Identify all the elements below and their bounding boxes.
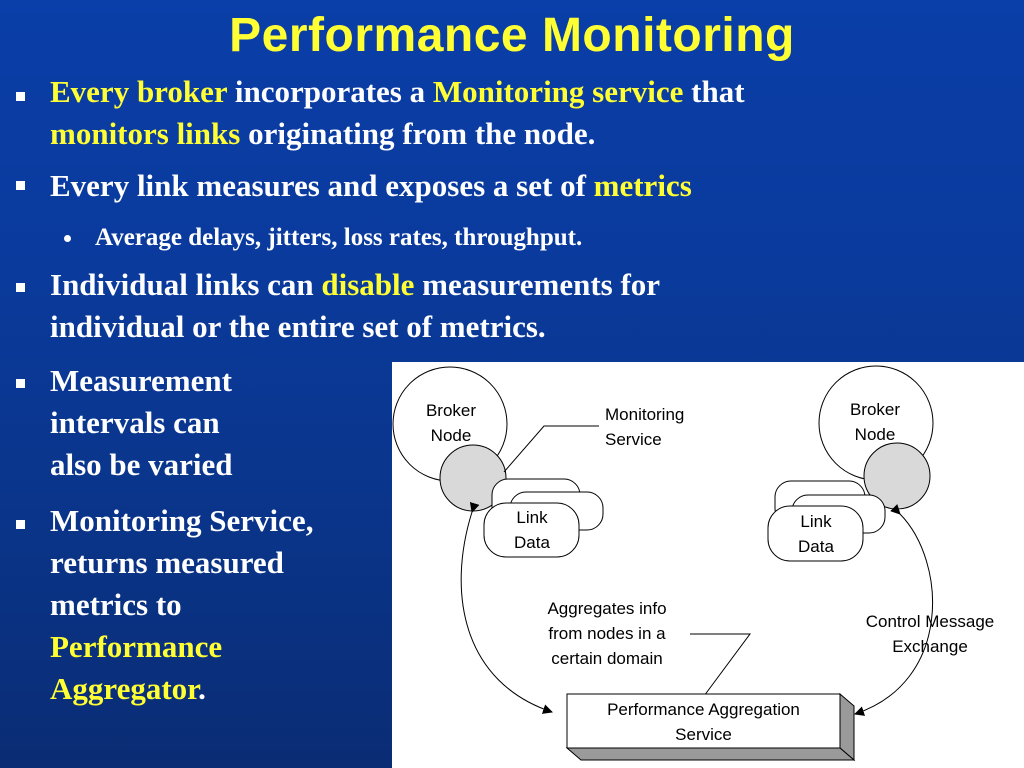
bullet-measurement-intervals: Measurement intervals can also be varied <box>50 360 390 486</box>
bullet-text: incorporates a <box>227 74 433 109</box>
bullet-marker <box>16 283 25 292</box>
bullet-marker <box>16 379 25 388</box>
control-message-label: Control Message Exchange <box>844 609 1016 659</box>
label-line: Link <box>800 512 832 531</box>
highlight-every-broker: Every broker <box>50 74 228 109</box>
highlight-aggregator: Aggregator <box>50 671 199 706</box>
architecture-diagram: Broker Node Broker Node Monitoring Servi… <box>392 362 1024 768</box>
bullet-every-link: Every link measures and exposes a set of… <box>50 165 1000 207</box>
left-broker-node-label: Broker Node <box>415 398 487 448</box>
highlight-monitors-links: monitors links <box>50 116 241 151</box>
bullet-text: Monitoring Service, <box>50 503 314 538</box>
bullet-text: Measurement <box>50 363 232 398</box>
right-broker-node-label: Broker Node <box>839 397 911 447</box>
bullet-text: that <box>683 74 745 109</box>
label-line: Performance Aggregation <box>607 700 800 719</box>
bullet-text: metrics to <box>50 587 182 622</box>
highlight-metrics: metrics <box>593 168 692 203</box>
highlight-performance: Performance <box>50 629 223 664</box>
sub-bullet-metrics-list: Average delays, jitters, loss rates, thr… <box>95 224 583 251</box>
left-link-data-label: Link Data <box>492 505 572 555</box>
sub-bullet-marker <box>64 235 71 242</box>
bullet-text: returns measured <box>50 545 284 580</box>
bullet-text: measurements for <box>414 267 661 302</box>
label-line: Node <box>430 426 472 445</box>
right-link-data-label: Link Data <box>776 509 856 559</box>
bullet-marker <box>16 92 25 101</box>
bullet-monitoring-service-returns: Monitoring Service, returns measured met… <box>50 500 395 710</box>
label-line: Data <box>514 533 550 552</box>
label-line: Node <box>854 425 896 444</box>
label-line: from nodes in a <box>548 624 666 643</box>
bullet-text: individual or the entire set of metrics. <box>50 309 546 344</box>
bullet-text: Every link measures and exposes a set of <box>50 168 594 203</box>
label-line: Service <box>675 725 732 744</box>
slide-title: Performance Monitoring <box>229 9 795 62</box>
label-line: Broker <box>425 401 477 420</box>
bullet-text: . <box>198 671 206 706</box>
label-line: Exchange <box>892 637 968 656</box>
bullet-marker <box>16 181 25 190</box>
label-line: Data <box>798 537 834 556</box>
label-line: Monitoring <box>605 405 685 424</box>
label-line: Link <box>516 508 548 527</box>
label-line: Aggregates info <box>547 599 667 618</box>
aggregates-callout <box>690 633 751 697</box>
aggregation-box-front <box>566 693 841 749</box>
diagram-graphics <box>392 365 934 762</box>
right-exchange-arrow <box>854 504 934 716</box>
bullet-text: Individual links can <box>50 267 322 302</box>
aggregates-info-label: Aggregates info from nodes in a certain … <box>522 596 692 671</box>
bullet-every-broker: Every broker incorporates a Monitoring s… <box>50 71 1000 155</box>
highlight-monitoring-service: Monitoring service <box>432 74 684 109</box>
bullet-text: also be varied <box>50 447 233 482</box>
label-line: Broker <box>849 400 901 419</box>
bullet-text: intervals can <box>50 405 220 440</box>
label-line: certain domain <box>551 649 663 668</box>
label-line: Service <box>605 430 662 449</box>
aggregation-service-label: Performance Aggregation Service <box>567 697 840 747</box>
aggregation-box-bottom <box>565 747 856 761</box>
left-exchange-arrow <box>460 501 553 714</box>
bullet-marker <box>16 520 25 529</box>
monitoring-service-label: Monitoring Service <box>605 402 684 452</box>
bullet-text: originating from the node. <box>240 116 596 151</box>
bullet-individual-links: Individual links can disable measurement… <box>50 264 1000 348</box>
highlight-disable: disable <box>321 267 415 302</box>
monitoring-service-callout <box>503 425 599 473</box>
label-line: Control Message <box>865 612 995 631</box>
